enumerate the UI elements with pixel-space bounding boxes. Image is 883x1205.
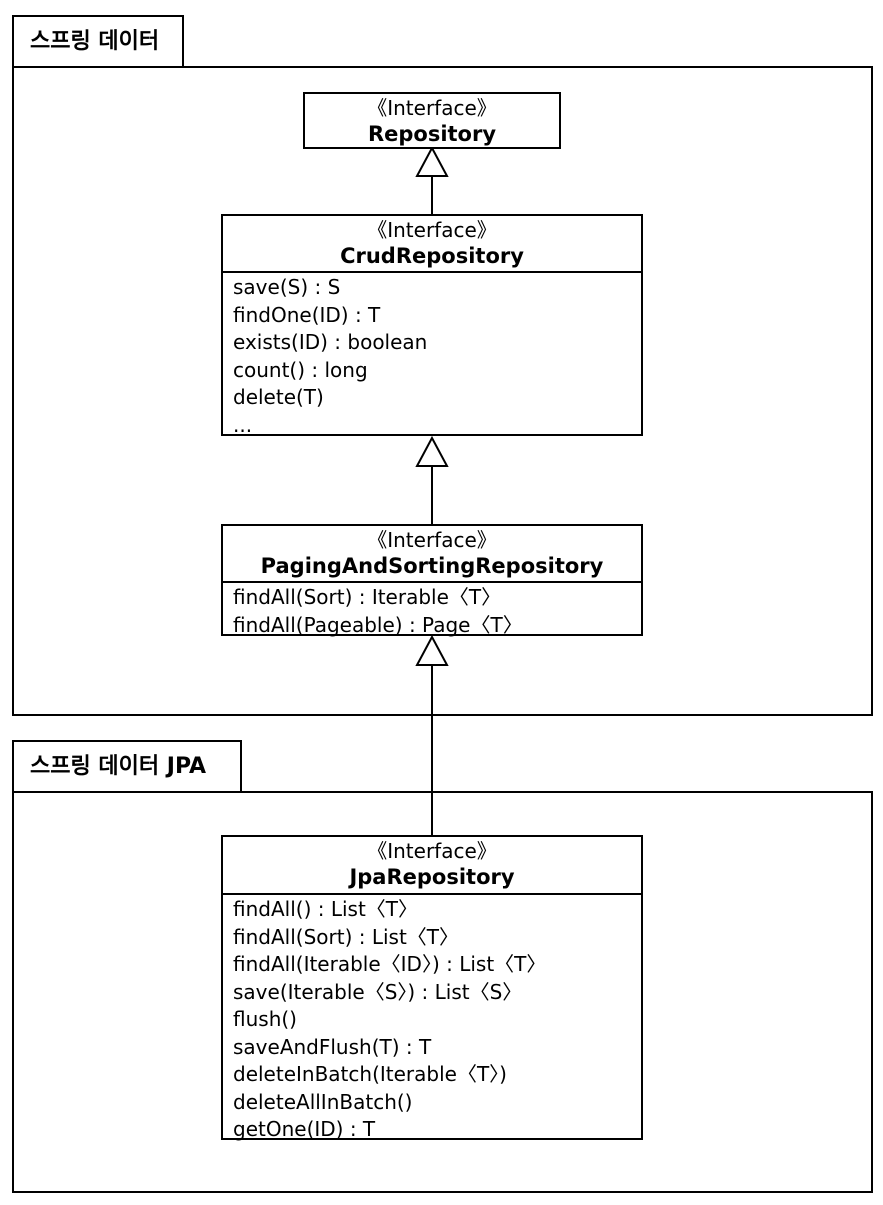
class-name: Repository [367,122,497,146]
package-label-spring-data-jpa: 스프링 데이터 JPA [30,754,207,779]
package-tab-spring-data-jpa: 스프링 데이터 JPA [12,740,242,793]
package-tab-spring-data: 스프링 데이터 [12,15,184,68]
method-item: deleteInBatch(Iterable〈T〉) [233,1062,507,1086]
method-item: saveAndFlush(T) : T [233,1034,432,1059]
method-item: findAll(Iterable〈ID〉) : List〈T〉 [233,952,547,976]
class-paging-and-sorting-repository: 《Interface》 PagingAndSortingRepository f… [221,524,643,639]
generalization-arrowhead-crud [415,435,449,467]
method-item: save(S) : S [233,275,341,299]
stereotype-label: 《Interface》 [367,839,497,863]
method-item: deleteAllInBatch() [233,1089,413,1114]
method-list: findAll(Sort) : Iterable〈T〉 findAll(Page… [223,581,641,639]
package-label-spring-data: 스프링 데이터 [30,29,160,54]
generalization-arrowhead-repository [415,145,449,177]
method-item: exists(ID) : boolean [233,330,428,354]
method-item: findOne(ID) : T [233,302,381,327]
generalization-arrowhead-paging [415,634,449,666]
stereotype-label: 《Interface》 [367,528,497,552]
method-item: count() : long [233,357,368,382]
stereotype-label: 《Interface》 [367,218,497,242]
method-item: findAll(Sort) : List〈T〉 [233,924,459,949]
class-name: JpaRepository [349,865,515,889]
class-name: CrudRepository [340,244,524,268]
method-item: flush() [233,1007,297,1031]
method-item: findAll() : List〈T〉 [233,897,418,921]
class-repository: 《Interface》 Repository [303,92,561,149]
class-jpa-repository: 《Interface》 JpaRepository findAll() : Li… [221,835,643,1141]
method-list: save(S) : S findOne(ID) : T exists(ID) :… [223,271,641,439]
method-item: delete(T) [233,385,324,409]
method-item: ... [233,412,253,437]
method-item: findAll(Sort) : Iterable〈T〉 [233,585,502,609]
class-crud-repository: 《Interface》 CrudRepository save(S) : S f… [221,214,643,439]
method-list: findAll() : List〈T〉 findAll(Sort) : List… [223,893,641,1144]
stereotype-label: 《Interface》 [367,96,497,120]
method-item: getOne(ID) : T [233,1117,376,1141]
method-item: save(Iterable〈S〉) : List〈S〉 [233,979,523,1004]
method-item: findAll(Pageable) : Page〈T〉 [233,612,523,637]
class-name: PagingAndSortingRepository [260,554,604,578]
